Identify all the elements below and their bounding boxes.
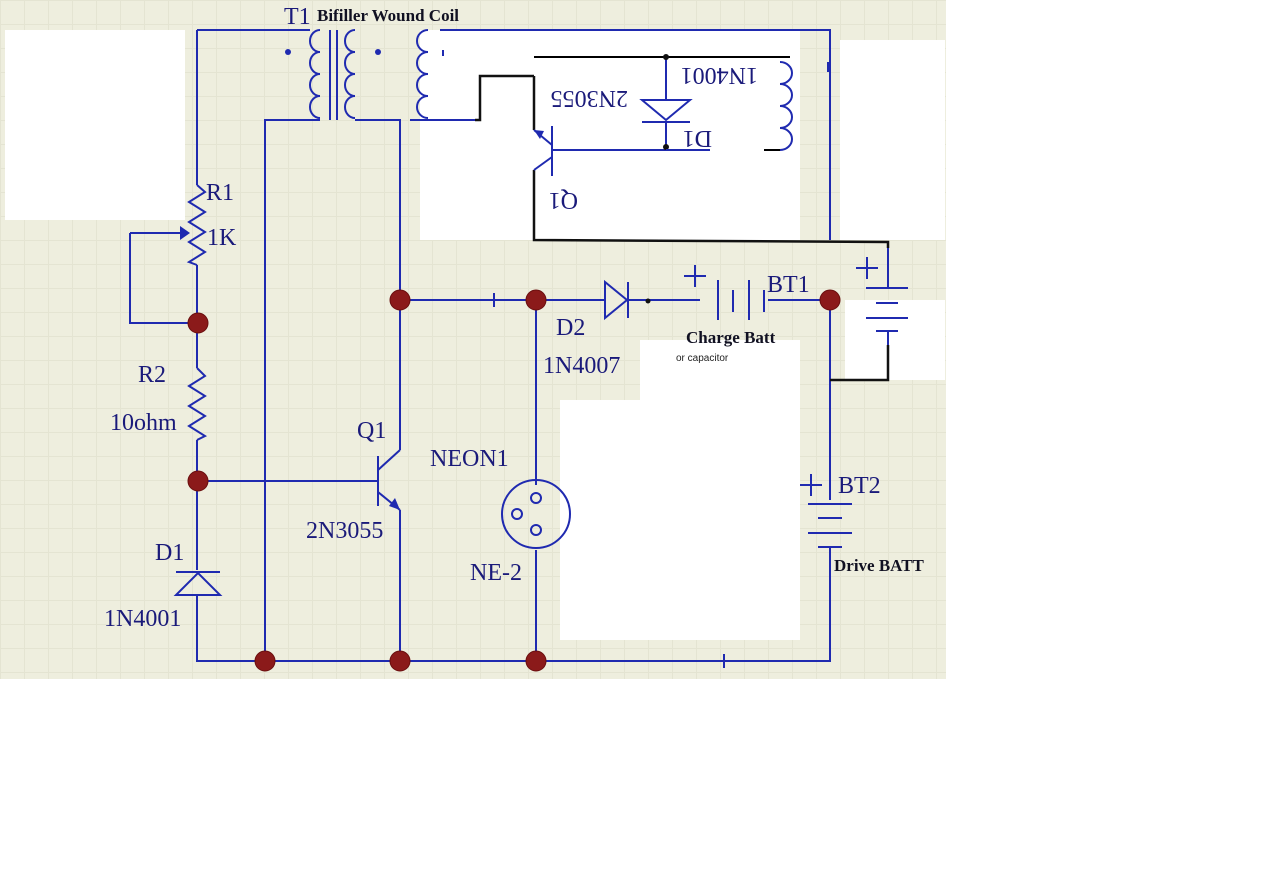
label-q1-mirror: Q1 [549,187,578,213]
erased-patches [5,30,945,640]
label-t1-desc: Bifiller Wound Coil [317,6,459,25]
label-neon: NEON1 [430,446,509,472]
plus-signs [684,257,878,496]
label-bt2: BT2 [838,473,881,499]
diode-d2 [604,279,651,321]
label-d1: D1 [155,540,184,566]
label-d1-part: 1N4001 [104,606,181,632]
diode-d1 [173,571,223,596]
label-d2-part: 1N4007 [543,353,620,379]
neon-bulb [501,479,571,549]
label-t1: T1 [284,4,311,30]
label-bt1: BT1 [767,272,810,298]
battery-right [866,248,908,345]
resistor-r1 [180,184,207,266]
label-q1-part-mirror: 2N3055 [551,85,628,111]
battery-bt1 [717,280,765,320]
junction-nodes [187,289,841,672]
mirrored-coil [764,61,829,151]
label-charge-batt: Charge Batt [686,328,776,347]
battery-bt2 [808,503,852,590]
transistor-q1 [377,449,401,511]
label-q1-part: 2N3055 [306,518,383,544]
label-neon-part: NE-2 [470,560,522,586]
black-wires [475,56,890,382]
transformer-t1 [285,29,444,120]
label-drive-batt: Drive BATT [834,556,925,575]
label-d1-mirror: D1 [683,125,712,151]
label-r2: R2 [138,362,166,388]
label-r1: R1 [206,180,234,206]
label-d1-part-mirror: 1N4001 [681,62,758,88]
mirrored-diode-d1 [639,54,710,151]
resistor-r2 [187,367,208,441]
mirrored-transistor-q1 [533,126,666,176]
label-q1: Q1 [357,418,386,444]
label-charge-note: or capacitor [676,353,729,364]
label-r1-value: 1K [207,225,237,251]
label-r2-value: 10ohm [110,410,177,436]
label-d2: D2 [556,315,585,341]
